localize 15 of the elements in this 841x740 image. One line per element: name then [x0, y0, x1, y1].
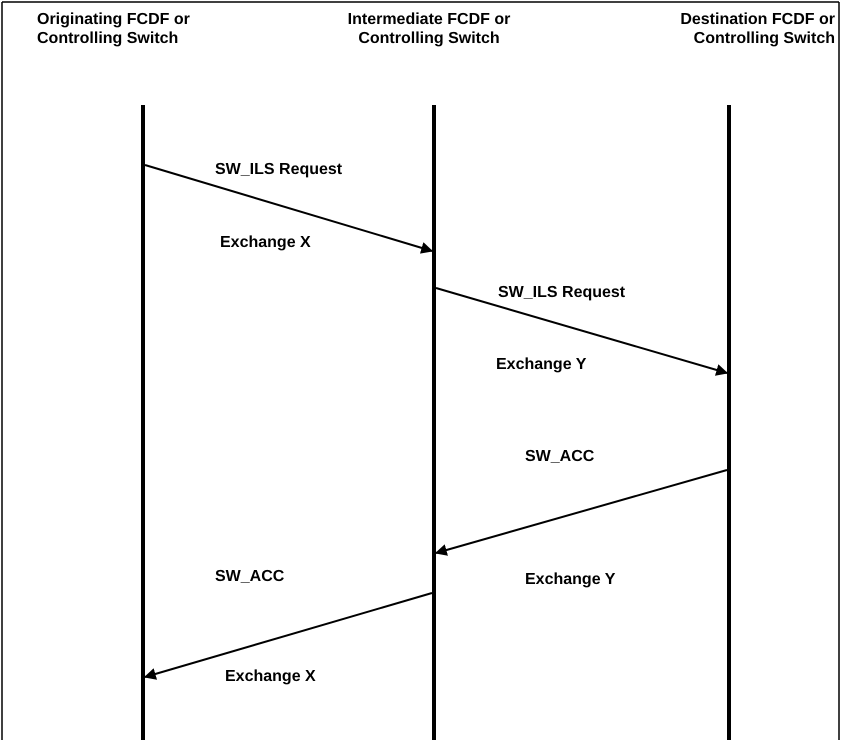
exchange-label: Exchange Y	[496, 355, 586, 374]
message-label: SW_ILS Request	[215, 160, 342, 179]
message-label: SW_ACC	[215, 567, 284, 586]
message-label: SW_ACC	[525, 447, 594, 466]
participant-label: Destination FCDF or Controlling Switch	[679, 10, 835, 48]
arrow	[144, 592, 432, 680]
participant-label: Intermediate FCDF or Controlling Switch	[346, 10, 512, 48]
exchange-label: Exchange Y	[525, 570, 616, 589]
message-label: SW_ILS Request	[498, 283, 626, 302]
arrow	[144, 164, 434, 254]
arrow	[436, 287, 728, 376]
exchange-label: Exchange X	[220, 233, 311, 252]
exchange-label: Exchange X	[225, 667, 316, 686]
participant-label: Originating FCDF or Controlling Switch	[37, 10, 191, 48]
arrow	[434, 469, 728, 556]
